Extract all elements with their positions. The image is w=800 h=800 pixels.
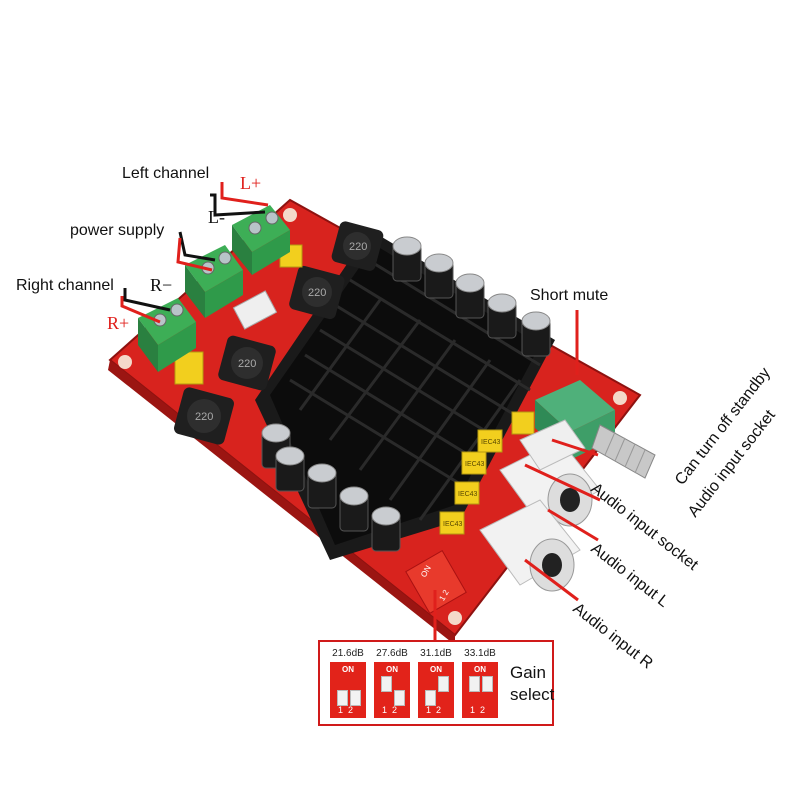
annotation-lines — [120, 182, 601, 640]
gain-option-2-key-2 — [394, 690, 405, 706]
inductor-label-1: 220 — [349, 241, 367, 253]
l-minus-label: L- — [208, 207, 225, 227]
gain-select-box: 21.6dB ON 12 27.6dB ON 12 31.1dB ON 12 3… — [318, 640, 554, 726]
gain-option-3-key-1 — [425, 690, 436, 706]
gain-option-2-nums: 12 — [381, 705, 402, 715]
board-dip-switch: ON 1 2 — [405, 550, 467, 614]
gain-option-2-on: ON — [386, 665, 398, 674]
gain-option-2: 27.6dB ON 12 — [374, 648, 410, 718]
r-plus-label: R+ — [107, 313, 130, 333]
gain-option-4-key-2 — [482, 676, 493, 692]
gain-option-1: 21.6dB ON 12 — [330, 648, 366, 718]
terminal-blocks — [138, 205, 290, 372]
gain-option-2-key-1 — [381, 676, 392, 692]
gain-option-4-nums: 12 — [469, 705, 490, 715]
power-supply-label: power supply — [70, 222, 165, 239]
r-minus-label: R− — [150, 275, 173, 295]
gain-option-3-key-2 — [438, 676, 449, 692]
inductor-label-4: 220 — [195, 411, 213, 423]
gain-option-2-db: 27.6dB — [376, 648, 408, 659]
left-channel-label: Left channel — [122, 165, 210, 182]
gain-option-4-key-1 — [469, 676, 480, 692]
short-mute-label: Short mute — [530, 287, 609, 304]
gain-option-4: 33.1dB ON 12 — [462, 648, 498, 718]
gain-option-1-key-1 — [337, 690, 348, 706]
gain-option-3: 31.1dB ON 12 — [418, 648, 454, 718]
white-connector — [232, 290, 278, 330]
inductors: 220 220 220 220 — [174, 221, 384, 445]
cap-label-4: IEC43 — [443, 521, 463, 528]
cap-label-1: IEC43 — [481, 439, 501, 446]
gain-option-3-db: 31.1dB — [420, 648, 452, 659]
rca-sockets — [479, 419, 601, 592]
gain-option-3-on: ON — [430, 665, 442, 674]
capacitors — [261, 236, 551, 552]
gain-title-line2: select — [510, 685, 555, 704]
cap-label-3: IEC43 — [458, 491, 478, 498]
gain-option-1-on: ON — [342, 665, 354, 674]
gain-option-3-nums: 12 — [425, 705, 446, 715]
cap-label-2: IEC43 — [465, 461, 485, 468]
gain-option-4-db: 33.1dB — [464, 648, 496, 659]
inductor-label-3: 220 — [238, 358, 256, 370]
inductor-label-2: 220 — [308, 287, 326, 299]
gain-option-1-nums: 12 — [337, 705, 358, 715]
gain-option-1-key-2 — [350, 690, 361, 706]
gain-select-title: Gain select — [510, 662, 554, 706]
right-channel-label: Right channel — [16, 277, 114, 294]
gain-title-line1: Gain — [510, 663, 546, 682]
l-plus-label: L+ — [240, 173, 262, 193]
gain-option-4-on: ON — [474, 665, 486, 674]
gain-option-1-db: 21.6dB — [332, 648, 364, 659]
